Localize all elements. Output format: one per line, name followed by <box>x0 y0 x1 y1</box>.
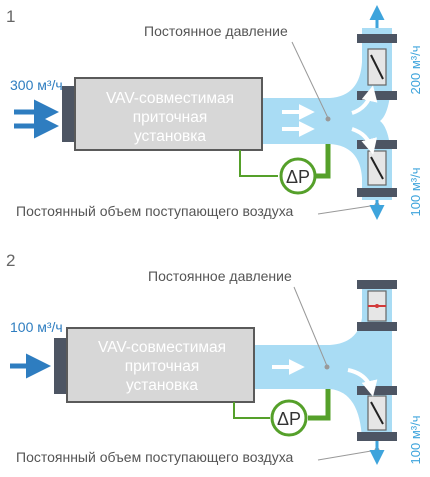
damper-bottom <box>367 395 387 431</box>
air-handling-unit <box>66 327 255 403</box>
volume-leader <box>317 449 378 461</box>
duct-flow-arrows <box>272 359 378 397</box>
pressure-sensor <box>270 399 308 437</box>
inlet-flange <box>62 86 75 142</box>
pressure-label: Постоянное давление <box>148 268 292 284</box>
panel-number: 2 <box>6 251 15 270</box>
unit-label-line2: приточная <box>133 109 208 126</box>
air-handling-unit <box>74 77 263 151</box>
pressure-leader <box>291 41 329 119</box>
duct-flow-arrows <box>282 85 378 155</box>
inlet-flow-label: 300 м³/ч <box>10 77 63 93</box>
damper-top-closed <box>367 290 387 322</box>
riser-bottom-flange-lower <box>357 432 397 441</box>
pressure-sensor-label: ΔP <box>277 409 301 429</box>
riser-top-flange-upper <box>357 280 397 289</box>
sensor-line-duct <box>308 389 331 421</box>
pressure-sensor <box>279 157 317 195</box>
unit-label-line1: VAV-совместимая <box>106 90 234 107</box>
riser-top-flange-upper <box>357 34 397 43</box>
volume-label: Постоянный объем поступающего воздуха <box>16 449 294 465</box>
pressure-sensor-label: ΔP <box>286 167 310 187</box>
unit-label-line2: приточная <box>125 358 200 375</box>
damper-bottom <box>367 150 387 186</box>
riser-bottom-flange-upper <box>357 140 397 149</box>
unit-label-line3: установка <box>134 128 206 145</box>
riser-top-flange-lower <box>357 322 397 331</box>
inlet-flange <box>54 338 67 394</box>
sensor-line-unit <box>233 402 270 419</box>
riser-top-flange-lower <box>357 91 397 100</box>
pressure-point <box>325 116 331 122</box>
sensor-line-unit <box>239 150 278 177</box>
volume-label: Постоянный объем поступающего воздуха <box>16 203 294 219</box>
branch-bottom-flow: 100 м³/ч <box>408 168 423 217</box>
unit-label-line3: установка <box>126 377 198 394</box>
unit-label-line1: VAV-совместимая <box>98 339 226 356</box>
panel-1: 1 VAV-совместимая <box>6 5 423 220</box>
branch-top-flow: 200 м³/ч <box>408 46 423 95</box>
pressure-point <box>324 364 330 370</box>
volume-leader <box>317 204 378 215</box>
sensor-line-duct <box>316 144 331 179</box>
panel-2: 2 VAV-совместимая приточная установка <box>6 251 423 465</box>
inlet-flow-label: 100 м³/ч <box>10 319 63 335</box>
pressure-leader <box>293 286 328 367</box>
branch-bottom-flow: 100 м³/ч <box>408 416 423 465</box>
damper-top <box>367 48 387 86</box>
riser-bottom-flange-upper <box>357 386 397 395</box>
riser-bottom-flange-lower <box>357 188 397 197</box>
panel-number: 1 <box>6 7 15 26</box>
inlet-flow-arrows <box>14 99 59 139</box>
pressure-label: Постоянное давление <box>144 23 288 39</box>
